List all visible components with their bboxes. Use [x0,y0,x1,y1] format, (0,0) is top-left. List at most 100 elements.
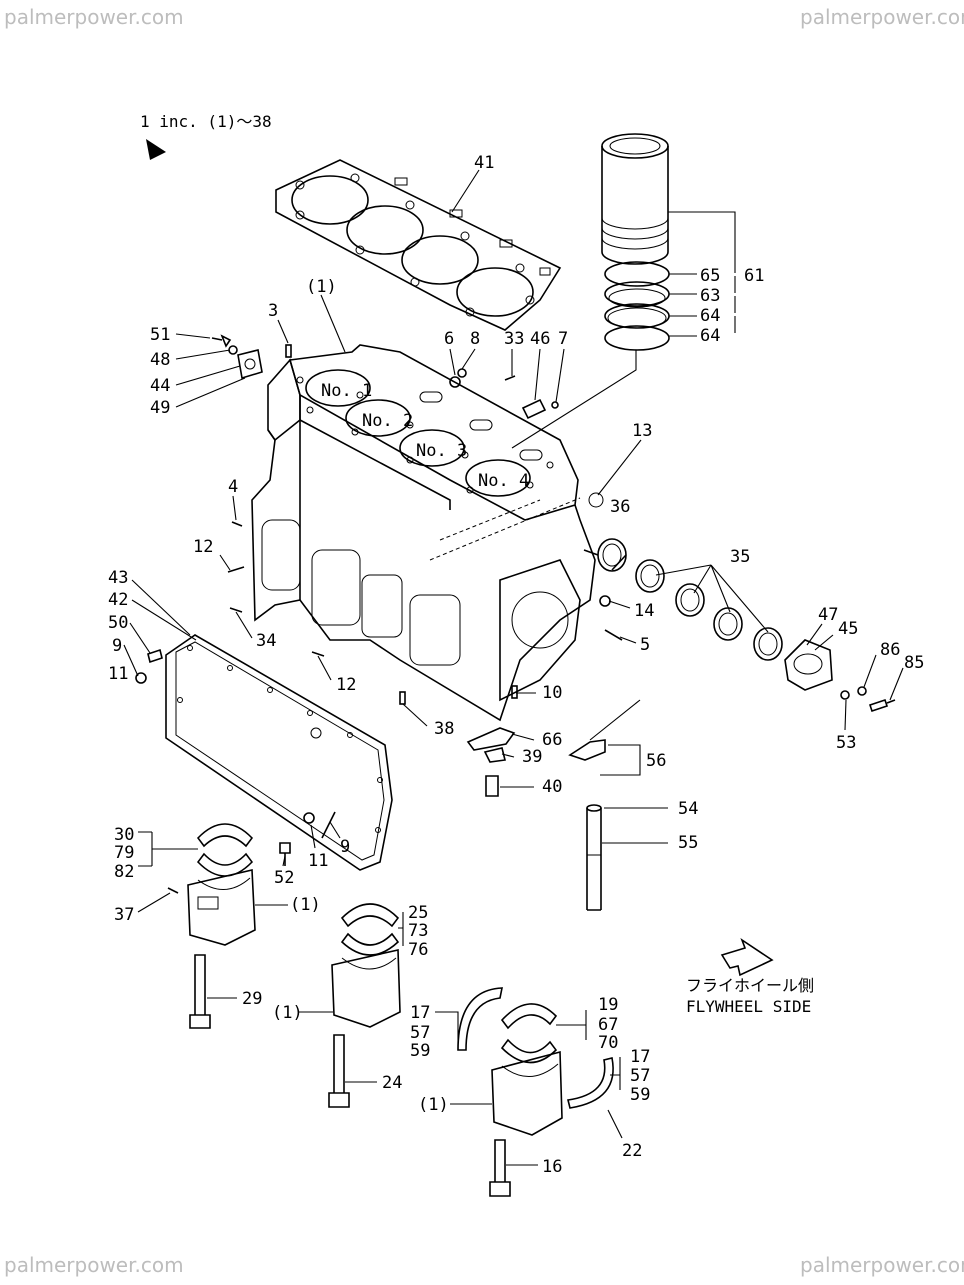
callout-59-left: 59 [410,1041,430,1061]
callout-22: 22 [622,1141,642,1161]
o-ring-13 [588,492,604,508]
pin-34 [229,607,243,613]
callout-38: 38 [434,719,454,739]
thrust-washer-17a [457,987,503,1051]
callout-59-right: 59 [630,1085,650,1105]
main-bearing-cap-1b [331,949,401,1028]
callout-9-lower: 9 [340,837,350,857]
pin-37 [167,887,179,894]
callout-17-right: 17 [630,1047,650,1067]
pin-10 [511,685,518,699]
callout-cap-c: (1) [418,1095,449,1115]
callout-45: 45 [838,619,858,639]
assembly-arrow-icon [146,139,166,160]
callout-4: 4 [228,477,238,497]
callout-63: 63 [700,286,720,306]
pin-33 [504,375,516,381]
callout-43: 43 [108,568,128,588]
pin-5 [604,629,623,641]
callout-5: 5 [640,635,650,655]
main-bearing-cap-1a [187,869,256,946]
callout-40: 40 [542,777,562,797]
bolt-51 [211,334,232,348]
watermark-top-right: palmerpower.com [800,5,964,29]
callout-37: 37 [114,905,134,925]
bearing-shell-25 [340,903,400,956]
dipstick-guide [586,804,602,911]
callout-42: 42 [108,590,128,610]
callout-54: 54 [678,799,698,819]
sleeve-46 [521,398,547,420]
callout-14: 14 [634,601,654,621]
bracket-66 [466,727,516,751]
o-ring-64-upper [604,303,670,329]
callout-47: 47 [818,605,838,625]
pin-12a [227,566,245,573]
assembly-note: 1 inc. (1)～38 [140,112,272,131]
callout-8: 8 [470,329,480,349]
callout-64-upper: 64 [700,306,720,326]
callout-labels: 41 61 65 63 64 64 (1) 3 51 48 44 49 6 8 … [108,153,924,1177]
bolt-52 [279,842,291,866]
callout-51: 51 [150,325,170,345]
callout-10: 10 [542,683,562,703]
fitting-56 [568,739,606,761]
cylinder-block [251,344,596,722]
pin-38 [399,691,406,705]
cam-bushing-35b [675,583,705,617]
bearing-shell-19 [500,1003,558,1064]
main-bearing-cap-1c [491,1050,563,1136]
callout-13: 13 [632,421,652,441]
bolt-50 [147,648,163,664]
watermark-top-left: palmerpower.com [4,5,184,29]
bolt-11a [135,672,147,684]
cylinder-label-no3: No. 3 [416,441,467,461]
callout-29: 29 [242,989,262,1009]
head-gasket [275,159,562,331]
callout-cap-b: (1) [272,1003,303,1023]
callout-86: 86 [880,640,900,660]
leader-lines [123,169,904,1166]
callout-46: 46 [530,329,550,349]
callout-79: 79 [114,843,134,863]
callout-17-left: 17 [410,1003,430,1023]
callout-73: 73 [408,921,428,941]
flywheel-side-arrow-icon [720,937,774,977]
callout-3: 3 [268,301,278,321]
o-ring-64-lower [604,325,670,351]
callout-56: 56 [646,751,666,771]
cylinder-label-no2: No. 2 [362,411,413,431]
callout-6: 6 [444,329,454,349]
callout-50: 50 [108,613,128,633]
callout-64-lower: 64 [700,326,720,346]
washer-48 [228,345,238,355]
watermark-bottom-right: palmerpower.com [800,1253,964,1277]
thrust-washer-17b [567,1057,614,1109]
callout-24: 24 [382,1073,402,1093]
callout-53: 53 [836,733,856,753]
callout-65: 65 [700,266,720,286]
callout-76: 76 [408,940,428,960]
cam-bushing-35a [635,559,665,593]
callout-48: 48 [150,350,170,370]
callout-49: 49 [150,398,170,418]
watermark-bottom-left: palmerpower.com [4,1253,184,1277]
callout-7: 7 [558,329,568,349]
callout-85: 85 [904,653,924,673]
callout-35: 35 [730,547,750,567]
callout-82: 82 [114,862,134,882]
plug-6 [449,376,461,388]
side-cover [165,634,393,871]
pin-3 [285,344,292,358]
callout-57-right: 57 [630,1066,650,1086]
cylinder-label-no4: No. 4 [478,471,529,491]
bolt-86 [857,686,867,696]
callout-19: 19 [598,995,618,1015]
cap-bolt-24 [328,1034,350,1108]
callout-61: 61 [744,266,764,286]
callout-52: 52 [274,868,294,888]
callout-30: 30 [114,825,134,845]
cap-bolt-29 [189,954,211,1029]
bolt-11b [303,812,315,824]
